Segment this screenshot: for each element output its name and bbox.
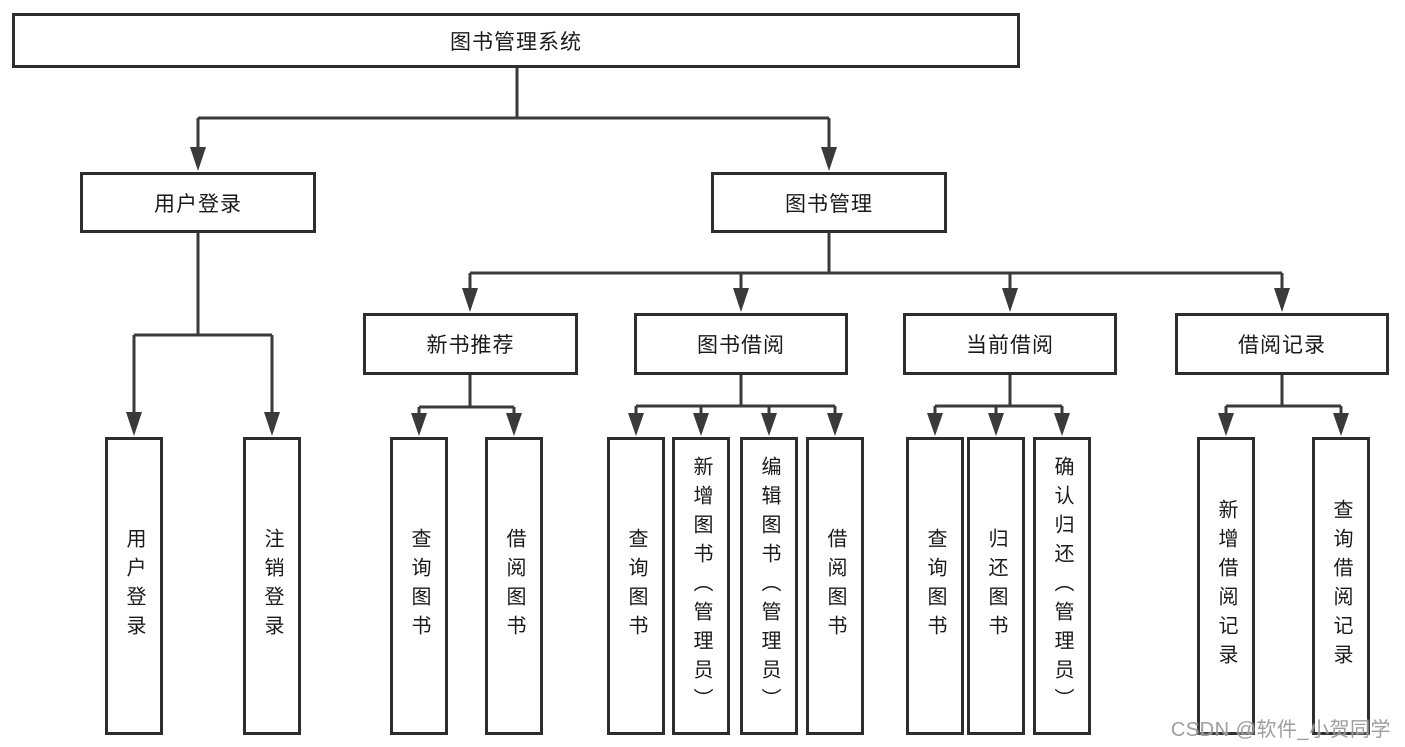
leaf-cb-return-book-label: 归还图书 [985,528,1007,644]
leaf-cb-confirm-return-label: 确认归还（管理员） [1051,455,1073,717]
node-book-borrow: 图书借阅 [634,313,848,375]
leaf-cb-return-book: 归还图书 [967,437,1025,735]
leaf-user-login: 用户登录 [105,437,163,735]
node-book-borrow-label: 图书借阅 [697,334,785,357]
csdn-watermark: CSDN @软件_小贺同学 [1170,719,1391,741]
arrowheads [126,147,1349,436]
leaf-bb-edit-book-label: 编辑图书（管理员） [758,455,780,717]
leaf-logout-label: 注销登录 [261,528,283,644]
leaf-br-query-record: 查询借阅记录 [1312,437,1370,735]
leaf-br-add-record-label: 新增借阅记录 [1215,499,1237,673]
leaf-bb-query-book-label: 查询图书 [625,528,647,644]
leaf-bb-borrow-book: 借阅图书 [806,437,864,735]
node-book-mgmt: 图书管理 [711,172,947,233]
node-borrow-records: 借阅记录 [1175,313,1389,375]
node-borrow-records-label: 借阅记录 [1238,334,1326,357]
leaf-cb-confirm-return: 确认归还（管理员） [1033,437,1091,735]
node-root-label: 图书管理系统 [450,30,582,54]
leaf-rec-borrow-book-label: 借阅图书 [503,528,525,644]
leaf-rec-query-book-label: 查询图书 [408,528,430,644]
node-book-mgmt-label: 图书管理 [785,192,873,216]
leaf-rec-query-book: 查询图书 [390,437,448,735]
leaf-br-query-record-label: 查询借阅记录 [1330,499,1352,673]
leaf-bb-add-book: 新增图书（管理员） [672,437,730,735]
leaf-br-add-record: 新增借阅记录 [1197,437,1255,735]
node-root: 图书管理系统 [12,13,1020,68]
node-user-login-label: 用户登录 [154,192,242,216]
node-new-book-rec: 新书推荐 [363,313,578,375]
leaf-logout: 注销登录 [243,437,301,735]
leaf-bb-borrow-book-label: 借阅图书 [824,528,846,644]
leaf-bb-add-book-label: 新增图书（管理员） [690,455,712,717]
leaf-bb-query-book: 查询图书 [607,437,665,735]
leaf-rec-borrow-book: 借阅图书 [485,437,543,735]
node-current-borrow: 当前借阅 [903,313,1117,375]
node-user-login: 用户登录 [80,172,316,233]
leaf-user-login-label: 用户登录 [123,528,145,644]
leaf-bb-edit-book: 编辑图书（管理员） [740,437,798,735]
node-new-book-rec-label: 新书推荐 [426,334,515,357]
leaf-cb-query-book: 查询图书 [906,437,964,735]
leaf-cb-query-book-label: 查询图书 [924,528,946,644]
node-current-borrow-label: 当前借阅 [966,334,1054,357]
